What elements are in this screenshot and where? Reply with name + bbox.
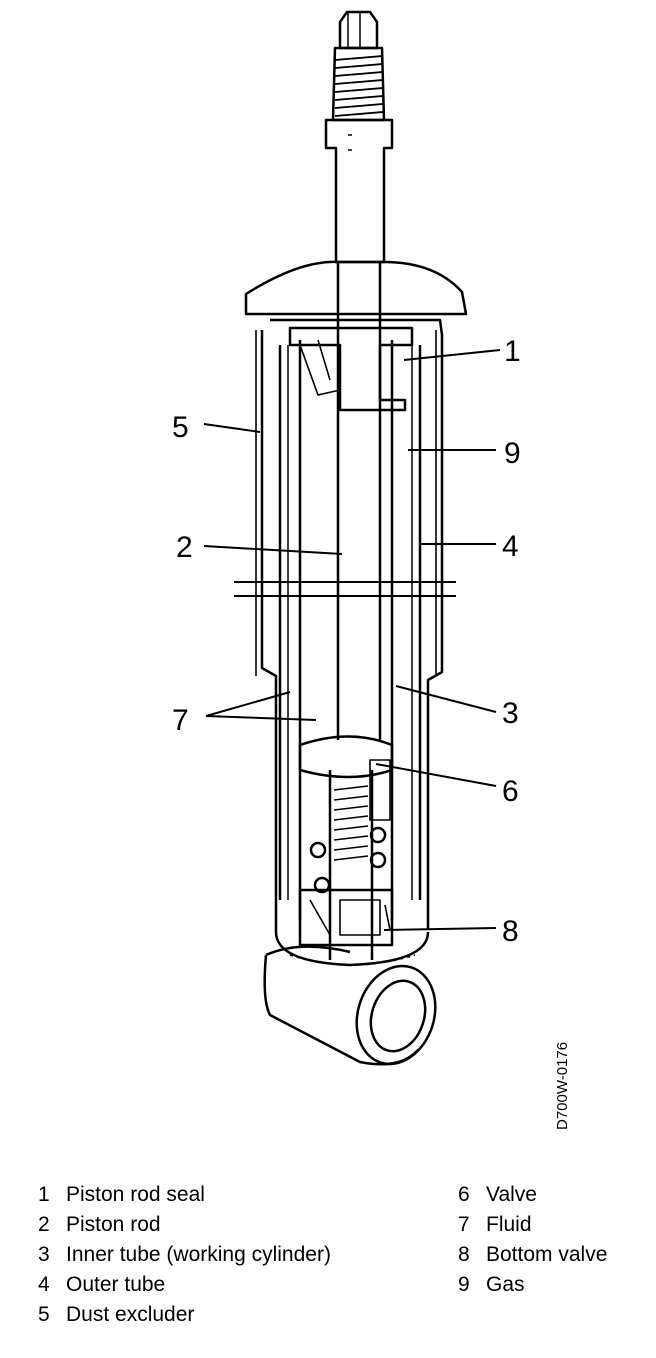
leader-lines [203,349,501,931]
legend-text: Piston rod [66,1213,161,1236]
callout-6: 6 [502,775,519,808]
callout-1: 1 [504,335,521,368]
legend-item: 3 Inner tube (working cylinder) [38,1240,331,1270]
legend-text: Piston rod seal [66,1183,205,1206]
piston-valve-assembly [298,735,394,960]
upper-piston-rod [324,118,394,264]
legend-text: Bottom valve [486,1243,608,1266]
bottom-valve [298,888,394,947]
callout-2: 2 [176,531,193,564]
legend-left-column: 1 Piston rod seal 2 Piston rod 3 Inner tube… [38,1180,331,1330]
legend-item: 2 Piston rod [38,1210,331,1240]
legend-number: 8 [458,1243,470,1266]
legend-item: 5 Dust excluder [38,1300,331,1330]
piston-rod-seal [288,326,414,412]
shock-absorber-diagram: 1 2 3 4 5 6 7 8 9 D700W-0176 [172,10,571,1130]
outer-tube [278,345,422,900]
callout-8: 8 [502,915,519,948]
legend-item: 4 Outer tube [38,1270,331,1300]
legend-item: 1 Piston rod seal [38,1180,331,1210]
legend-text: Outer tube [66,1273,166,1296]
legend-text: Fluid [486,1213,532,1236]
callout-9: 9 [504,437,521,470]
callout-4: 4 [502,530,519,563]
legend-text: Valve [486,1183,537,1206]
piston-rod [336,262,382,740]
legend-text: Gas [486,1273,525,1296]
legend-item: 6 Valve [458,1180,607,1210]
legend-number: 2 [38,1213,50,1236]
diagram-code: D700W-0176 [554,1042,571,1130]
eye-mount [263,945,437,1066]
inner-tube [298,340,394,920]
legend-number: 1 [38,1183,50,1206]
legend-number: 4 [38,1273,50,1296]
legend-right-column: 6 Valve 7 Fluid 8 Bottom valve 9 Gas [458,1180,607,1300]
legend-number: 5 [38,1303,50,1326]
dust-excluder-shell [260,318,444,932]
top-cap [244,260,468,316]
threaded-rod-end [331,10,386,122]
legend-text: Dust excluder [66,1303,195,1326]
callout-7: 7 [172,704,189,737]
legend-number: 9 [458,1273,470,1296]
legend-text: Inner tube (working cylinder) [66,1243,331,1266]
callout-3: 3 [502,697,519,730]
legend-item: 7 Fluid [458,1210,607,1240]
legend-number: 3 [38,1243,50,1266]
legend-item: 8 Bottom valve [458,1240,607,1270]
callout-5: 5 [172,411,189,444]
legend-item: 9 Gas [458,1270,607,1300]
legend-number: 6 [458,1183,470,1206]
break-lines [234,581,456,597]
legend-number: 7 [458,1213,470,1236]
